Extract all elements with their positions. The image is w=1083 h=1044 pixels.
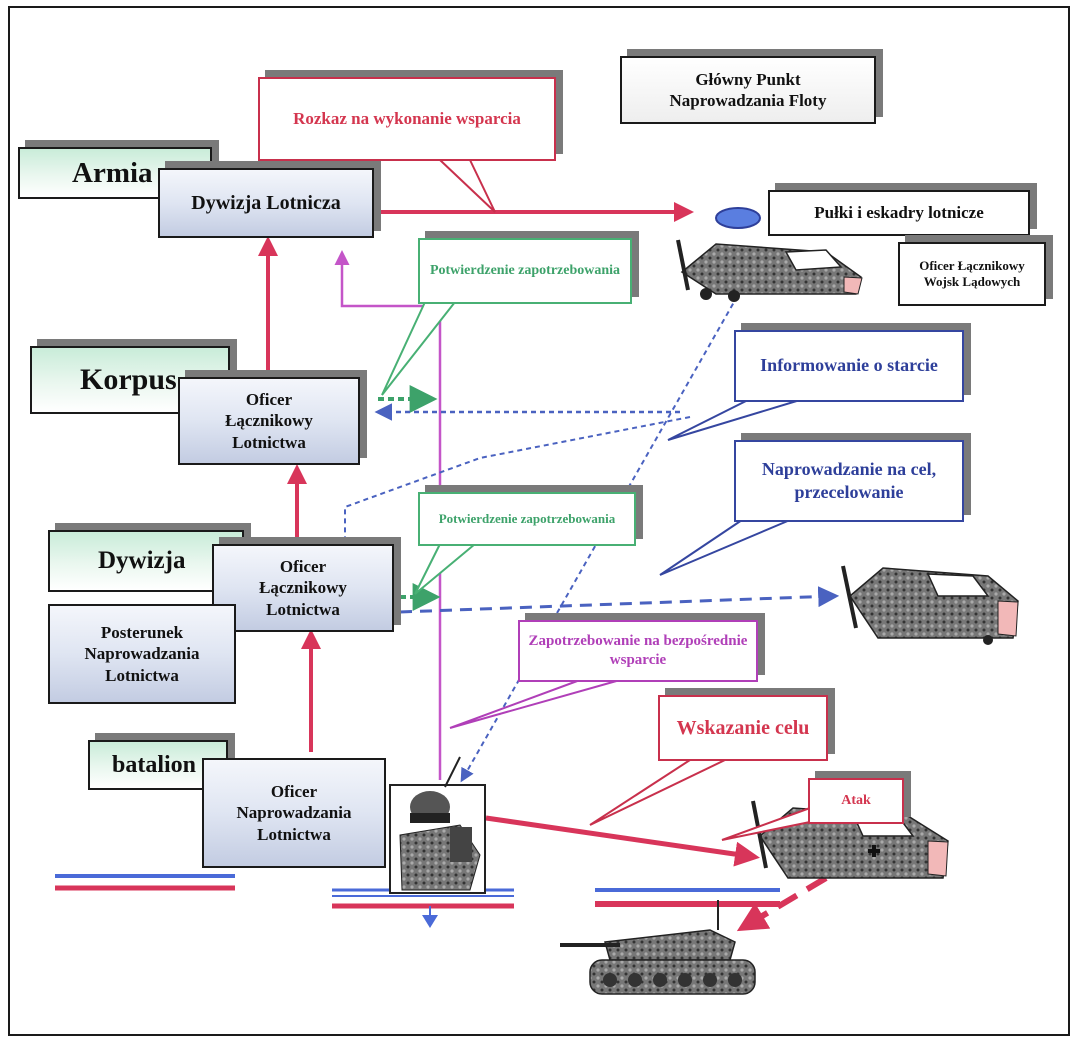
- front-line-left: [55, 874, 235, 891]
- aircraft-icon: [841, 565, 1019, 645]
- callout-tail-naprowadzanie: [659, 519, 791, 576]
- arrow-info-to-dywizja: [338, 416, 691, 558]
- callout-tail-informowanie: [667, 399, 801, 441]
- callout-atak: Atak: [808, 778, 904, 824]
- callout-naprowadzanie: Naprowadzanie na cel, przecelowanie: [734, 440, 964, 522]
- callout-rozkaz: Rozkaz na wykonanie wsparcia: [258, 77, 556, 161]
- callout-wskazanie: Wskazanie celu: [658, 695, 828, 761]
- box-oficer-lacznikowy-dywizja: Oficer Łącznikowy Lotnictwa: [212, 544, 394, 632]
- callout-potwierdzenie-1: Potwierdzenie zapotrzebowania: [418, 238, 632, 304]
- callout-tail-rozkaz: [439, 159, 496, 213]
- box-batalion: batalion: [88, 740, 228, 790]
- callout-zapotrzebowanie: Zapotrzebowanie na bezpośrednie wsparcie: [518, 620, 758, 682]
- radar-dish-icon: [715, 207, 761, 229]
- box-posterunek: Posterunek Naprowadzania Lotnictwa: [48, 604, 236, 704]
- callout-tail-potwierdzenie-1: [381, 301, 456, 396]
- aircraft-icon: [676, 239, 863, 302]
- box-glowny-punkt: Główny Punkt Naprowadzania Floty: [620, 56, 876, 124]
- diagram-frame: [8, 6, 1070, 1036]
- callout-potwierdzenie-2: Potwierdzenie zapotrzebowania: [418, 492, 636, 546]
- arrow-soldier-to-aircraft: [485, 815, 760, 867]
- callout-tail-zapotrzebowanie: [449, 679, 621, 729]
- callout-tail-wskazanie: [589, 759, 726, 826]
- soldier-icon: [389, 756, 486, 894]
- callout-tail-atak: [721, 807, 811, 841]
- box-oficer-lacznikowy-korpus: Oficer Łącznikowy Lotnictwa: [178, 377, 360, 465]
- tank-icon: [560, 900, 756, 995]
- box-pulki: Pułki i eskadry lotnicze: [768, 190, 1030, 236]
- box-oficer-wojsk-ladowych: Oficer Łącznikowy Wojsk Lądowych: [898, 242, 1046, 306]
- box-dywizja-lotnicza: Dywizja Lotnicza: [158, 168, 374, 238]
- arrow-aircraft-attack: [736, 875, 828, 932]
- box-oficer-naprowadzania: Oficer Naprowadzania Lotnictwa: [202, 758, 386, 868]
- arrow-guidance-to-aircraft: [399, 586, 840, 614]
- front-line-right: [595, 888, 780, 907]
- aircraft-icon: [751, 800, 949, 879]
- callout-informowanie: Informowanie o starcie: [734, 330, 964, 402]
- callout-tail-potwierdzenie-2: [414, 543, 476, 595]
